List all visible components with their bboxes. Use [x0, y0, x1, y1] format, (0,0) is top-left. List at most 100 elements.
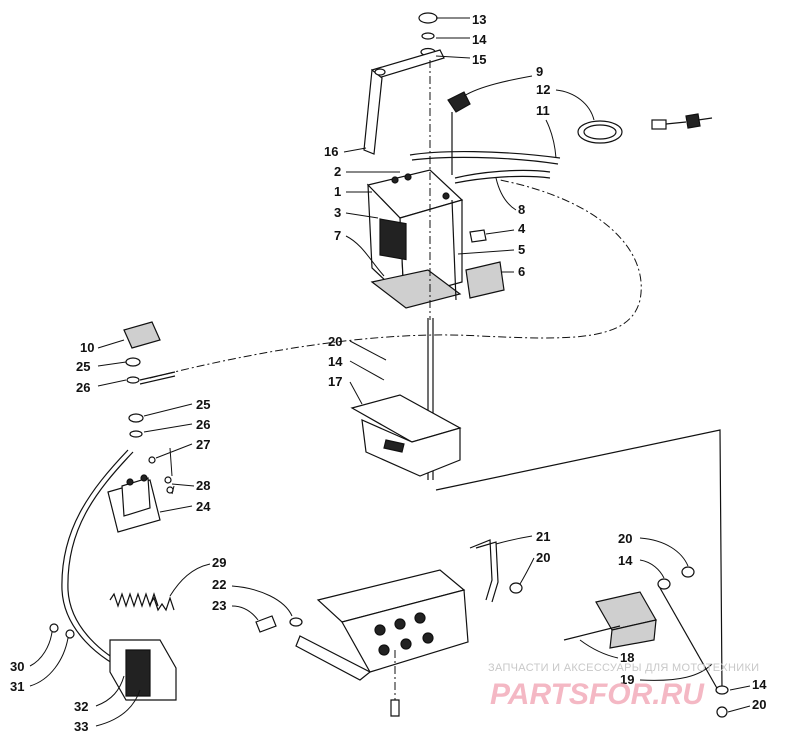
- svg-text:32: 32: [74, 699, 88, 714]
- svg-text:28: 28: [196, 478, 210, 493]
- svg-text:21: 21: [536, 529, 550, 544]
- callout-14c: 14: [729, 677, 767, 692]
- callout-16: 16: [324, 144, 367, 159]
- ignition-coil-part: [49, 623, 177, 701]
- callout-17: 17: [328, 374, 363, 405]
- callout-13: 13: [436, 12, 486, 27]
- callout-25b: 25: [143, 397, 210, 417]
- callout-5: 5: [457, 242, 525, 257]
- callout-26a: 26: [76, 379, 127, 395]
- callout-14: 14: [436, 32, 487, 47]
- svg-text:30: 30: [10, 659, 24, 674]
- right-bracket-part: [563, 566, 729, 718]
- callout-27: 27: [155, 437, 210, 477]
- svg-text:6: 6: [518, 264, 525, 279]
- svg-text:11: 11: [536, 103, 550, 118]
- terminal-boot-part: [447, 91, 471, 175]
- callout-20d: 20: [727, 697, 766, 713]
- callout-7: 7: [334, 228, 385, 277]
- callout-33: 33: [74, 689, 141, 734]
- callout-19: 19: [620, 663, 713, 687]
- callouts: 13 14 15 9 12 11 16 2 1 3 7 8 4 5 6 10 2…: [10, 12, 767, 734]
- spring-part: [109, 592, 175, 612]
- hold-down-strap-part: [363, 49, 445, 155]
- mounting-bracket-part: [295, 569, 469, 681]
- callout-25a: 25: [76, 359, 127, 374]
- callout-2: 2: [334, 164, 400, 179]
- svg-text:3: 3: [334, 205, 341, 220]
- svg-text:19: 19: [620, 672, 634, 687]
- battery-tray-part: [350, 394, 462, 477]
- callout-22: 22: [212, 577, 293, 617]
- svg-text:20: 20: [618, 531, 632, 546]
- cable-clamp-part: [577, 120, 623, 144]
- svg-text:4: 4: [518, 221, 526, 236]
- nut-washer-stack-part: [123, 321, 176, 438]
- svg-text:24: 24: [196, 499, 211, 514]
- svg-text:17: 17: [328, 374, 342, 389]
- svg-text:12: 12: [536, 82, 550, 97]
- battery-pad-part: [370, 269, 462, 309]
- callout-4: 4: [485, 221, 526, 236]
- callout-8: 8: [495, 177, 525, 217]
- callout-32: 32: [74, 675, 125, 714]
- callout-14a: 14: [328, 354, 385, 381]
- callout-18: 18: [579, 639, 634, 665]
- callout-6: 6: [502, 264, 525, 279]
- callout-14b: 14: [618, 553, 665, 579]
- callout-30: 30: [10, 631, 53, 674]
- svg-text:14: 14: [472, 32, 487, 47]
- svg-text:23: 23: [212, 598, 226, 613]
- svg-text:1: 1: [334, 184, 341, 199]
- callout-28: 28: [171, 478, 210, 495]
- callout-21: 21: [495, 529, 550, 545]
- svg-text:16: 16: [324, 144, 338, 159]
- svg-text:22: 22: [212, 577, 226, 592]
- svg-text:20: 20: [752, 697, 766, 712]
- svg-text:2: 2: [334, 164, 341, 179]
- watermark-logo: PARTSFOR.RU: [490, 678, 705, 711]
- callout-1: 1: [334, 184, 372, 199]
- svg-text:33: 33: [74, 719, 88, 734]
- callout-26b: 26: [143, 417, 210, 433]
- svg-text:26: 26: [76, 380, 90, 395]
- svg-text:20: 20: [328, 334, 342, 349]
- foam-pad-part: [465, 261, 505, 299]
- svg-text:5: 5: [518, 242, 525, 257]
- callout-20b: 20: [519, 550, 550, 585]
- callout-9: 9: [463, 64, 543, 97]
- svg-text:31: 31: [10, 679, 24, 694]
- svg-text:9: 9: [536, 64, 543, 79]
- svg-text:14: 14: [752, 677, 767, 692]
- callout-29: 29: [169, 555, 226, 597]
- svg-text:27: 27: [196, 437, 210, 452]
- callout-10: 10: [80, 339, 125, 355]
- callout-15: 15: [435, 52, 486, 67]
- parts-drawing: [49, 12, 729, 718]
- svg-text:25: 25: [196, 397, 210, 412]
- wing-nut-part: [418, 12, 438, 57]
- callout-23: 23: [212, 598, 259, 621]
- svg-text:29: 29: [212, 555, 226, 570]
- callout-12: 12: [536, 82, 595, 121]
- callout-11: 11: [536, 103, 557, 159]
- svg-text:14: 14: [328, 354, 343, 369]
- svg-text:20: 20: [536, 550, 550, 565]
- svg-text:15: 15: [472, 52, 486, 67]
- callout-24: 24: [159, 499, 211, 514]
- svg-text:18: 18: [620, 650, 634, 665]
- svg-text:14: 14: [618, 553, 633, 568]
- svg-text:25: 25: [76, 359, 90, 374]
- callout-20a: 20: [328, 334, 387, 361]
- callout-20c: 20: [618, 531, 689, 567]
- svg-text:13: 13: [472, 12, 486, 27]
- watermark: ЗАПЧАСТИ И АКСЕССУАРЫ ДЛЯ МОТОТЕХНИКИ PA…: [488, 662, 759, 711]
- solenoid-part: [107, 456, 174, 533]
- callout-3: 3: [334, 205, 379, 220]
- callout-31: 31: [10, 637, 69, 694]
- svg-text:8: 8: [518, 202, 525, 217]
- watermark-caption: ЗАПЧАСТИ И АКСЕССУАРЫ ДЛЯ МОТОТЕХНИКИ: [488, 662, 759, 674]
- svg-text:26: 26: [196, 417, 210, 432]
- svg-text:10: 10: [80, 340, 94, 355]
